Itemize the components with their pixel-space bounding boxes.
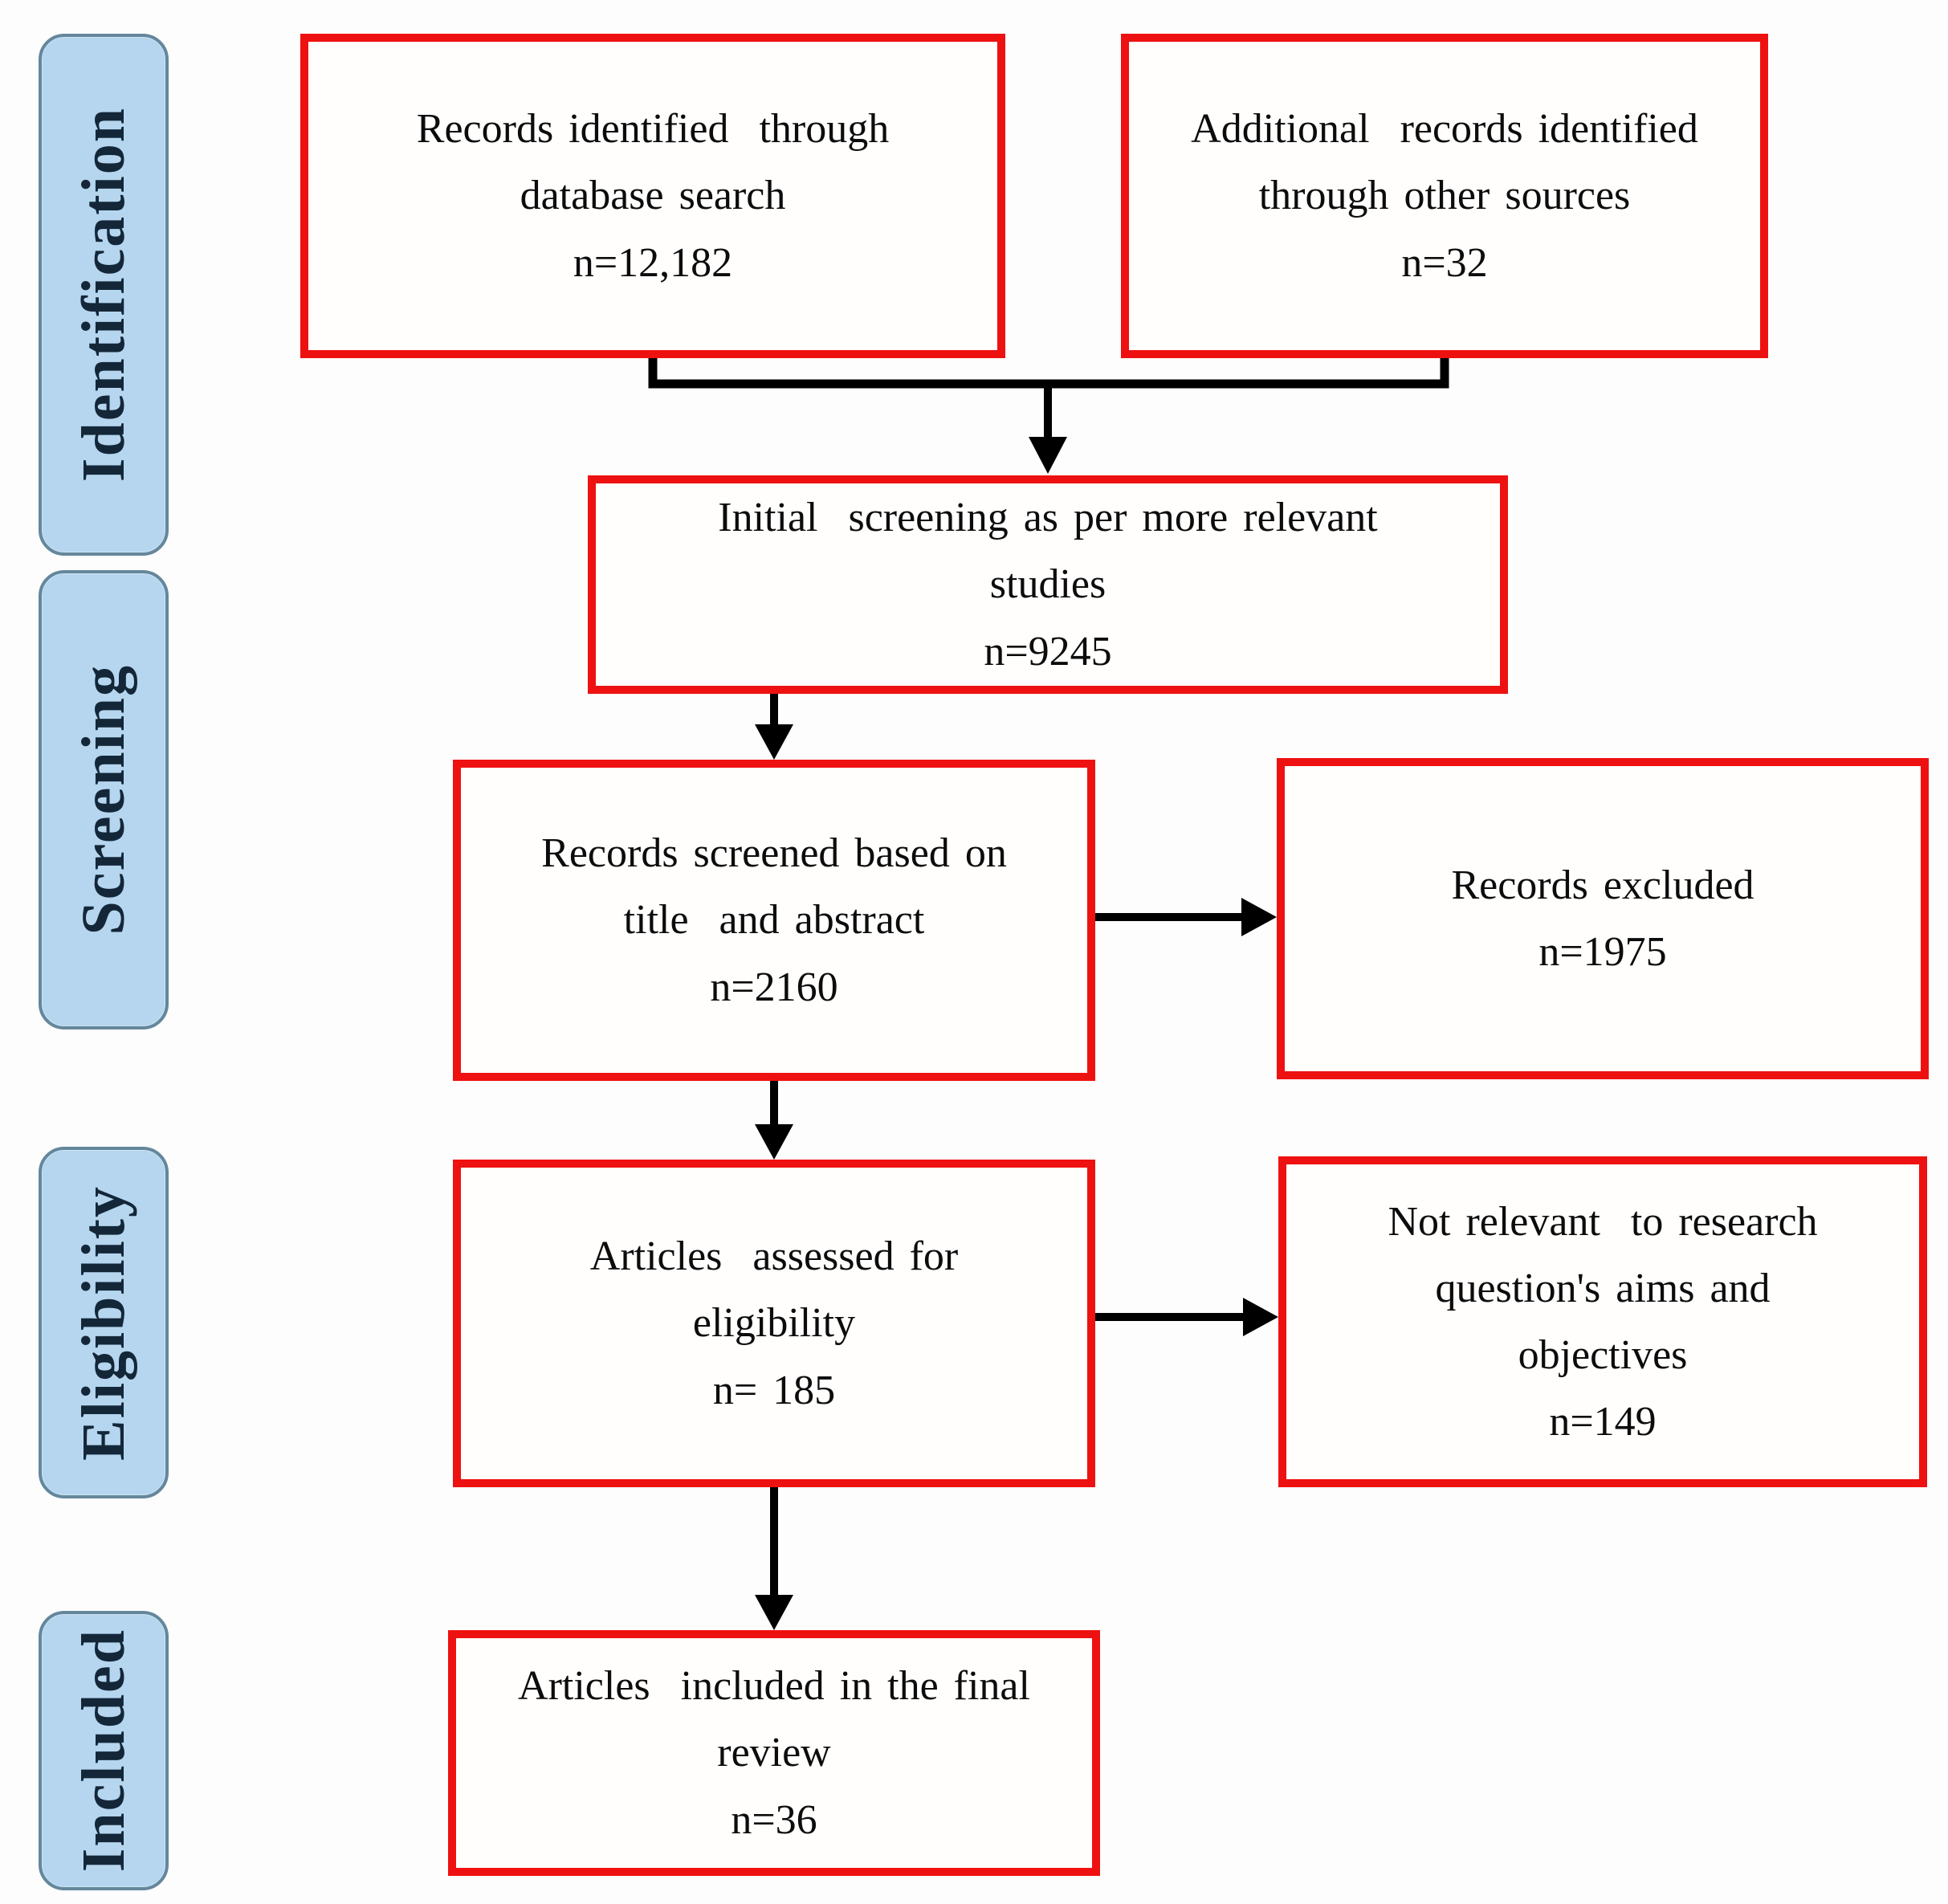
box-line: n=32 — [1401, 239, 1488, 286]
box-line: Records identified through — [416, 106, 890, 153]
stage-identification: Identification — [39, 34, 169, 556]
box-articles-included: Articles included in the final review n=… — [448, 1630, 1100, 1876]
box-line: Records screened based on — [541, 830, 1007, 877]
arrow-assessed-to-notrelevant — [1095, 1298, 1278, 1336]
arrow-merge-to-initial-screening — [1029, 384, 1067, 474]
box-line: question's aims and — [1435, 1265, 1771, 1311]
box-line: Articles assessed for — [589, 1233, 959, 1280]
box-line: studies — [989, 561, 1106, 608]
box-line: eligibility — [692, 1300, 856, 1347]
stage-included-label: Included — [69, 1629, 137, 1873]
stage-included: Included — [39, 1611, 169, 1890]
box-records-screened: Records screened based on title and abst… — [453, 760, 1095, 1081]
box-line: review — [717, 1730, 831, 1776]
box-line: n=9245 — [984, 628, 1112, 675]
box-line: through other sources — [1258, 173, 1631, 219]
box-records-identified: Records identified through database sear… — [300, 34, 1005, 358]
stage-screening: Screening — [39, 570, 169, 1029]
box-line: n=36 — [731, 1796, 817, 1843]
box-line: Initial screening as per more relevant — [718, 495, 1378, 541]
box-line: Additional records identified — [1191, 106, 1698, 153]
arrow-screened-to-assessed — [755, 1081, 793, 1160]
arrow-assessed-to-included — [755, 1487, 793, 1630]
connector-merge-elbow — [648, 358, 1449, 389]
box-line: n=149 — [1549, 1399, 1657, 1445]
box-not-relevant: Not relevant to research question's aims… — [1278, 1156, 1927, 1487]
box-additional-records: Additional records identified through ot… — [1121, 34, 1768, 358]
arrow-screened-to-excluded — [1095, 898, 1277, 936]
box-line: title and abstract — [623, 897, 925, 944]
box-line: n=12,182 — [573, 239, 733, 286]
box-records-excluded: Records excluded n=1975 — [1277, 758, 1929, 1079]
box-articles-assessed: Articles assessed for eligibility n= 185 — [453, 1160, 1095, 1487]
box-line: n= 185 — [712, 1367, 836, 1413]
box-line: Records excluded — [1451, 862, 1754, 908]
box-line: n=1975 — [1538, 929, 1667, 975]
stage-screening-label: Screening — [69, 664, 137, 936]
arrow-initial-to-screened — [755, 694, 793, 760]
box-line: database search — [520, 173, 786, 219]
stage-eligibility-label: Eligibility — [69, 1184, 137, 1461]
box-line: Articles included in the final — [518, 1663, 1030, 1710]
box-initial-screening: Initial screening as per more relevant s… — [588, 475, 1508, 694]
stage-identification-label: Identification — [69, 107, 137, 483]
box-line: objectives — [1518, 1332, 1688, 1378]
box-line: n=2160 — [710, 964, 838, 1010]
box-line: Not relevant to research — [1388, 1198, 1818, 1245]
stage-eligibility: Eligibility — [39, 1147, 169, 1498]
